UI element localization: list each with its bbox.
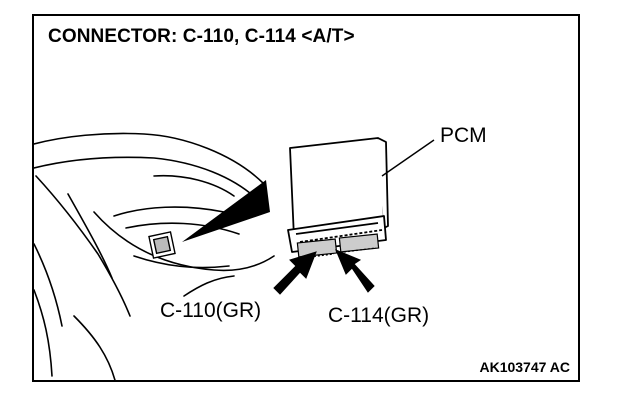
pcm-label: PCM	[440, 124, 487, 147]
diagram-title: CONNECTOR: C-110, C-114 <A/T>	[48, 26, 355, 47]
reference-code: AK103747 AC	[479, 359, 570, 375]
c110-connector-label: C-110(GR)	[160, 299, 262, 322]
c114-connector-label: C-114(GR)	[328, 304, 430, 327]
connector-location-marker	[148, 231, 176, 259]
diagram-frame: CONNECTOR: C-110, C-114 <A/T>	[32, 14, 580, 382]
dashboard-outline	[34, 132, 275, 380]
diagram-illustration	[34, 132, 435, 380]
c110-arrow	[273, 251, 317, 295]
pcm-leader-line	[381, 139, 435, 177]
c114-arrow	[335, 249, 375, 293]
pcm-connectors	[296, 233, 380, 259]
zoom-wedge	[182, 180, 270, 242]
